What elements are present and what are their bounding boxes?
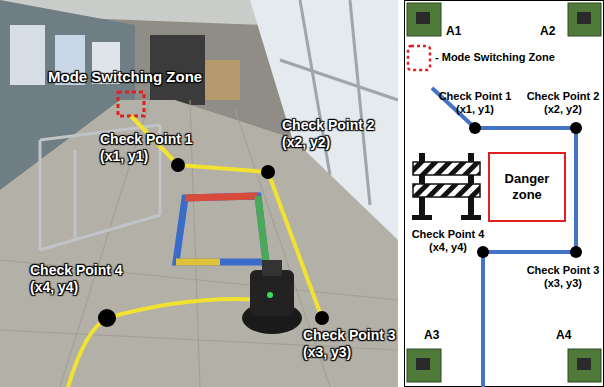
chip	[416, 12, 430, 24]
chip	[416, 358, 430, 370]
robot-body	[250, 270, 294, 316]
robot-sensor	[262, 260, 282, 276]
foot	[461, 215, 481, 220]
robot-path	[68, 299, 262, 387]
checkpoint-dot	[570, 122, 582, 134]
checkpoint-dot	[469, 122, 481, 134]
zone-label: Mode Switching Zone	[48, 68, 223, 86]
pcb	[568, 349, 601, 382]
pcb	[407, 349, 441, 382]
checkpoint-dot	[477, 246, 489, 258]
pcb	[568, 3, 601, 36]
block-ring	[258, 196, 266, 262]
block-ring	[176, 259, 220, 266]
board	[413, 162, 480, 175]
robot-light	[267, 292, 273, 298]
pcb	[407, 3, 441, 36]
checkpoint-label: Check Point 2 (x2, y2)	[523, 90, 603, 116]
checkpoint-label: Check Point 3 (x3, y3)	[303, 327, 403, 361]
boxes	[205, 60, 240, 100]
poster	[10, 25, 45, 85]
checkpoint-label: Check Point 4 (x4, y4)	[408, 228, 488, 254]
mode-switching-marker	[118, 92, 144, 116]
anchor-label: A3	[424, 328, 454, 342]
barricade-icon	[412, 153, 481, 220]
chip	[577, 358, 591, 370]
checkpoint-dot	[98, 309, 116, 327]
checkpoint-dot	[261, 165, 275, 179]
sensor-board	[407, 3, 441, 36]
map-panel	[405, 1, 604, 387]
zone-label: - Mode Switching Zone	[435, 51, 565, 64]
checkpoint-dot	[171, 158, 185, 172]
checkpoint-label: Check Point 3 (x3, y3)	[523, 264, 603, 290]
checkpoint-label: Check Point 2 (x2, y2)	[282, 117, 382, 151]
board	[413, 184, 480, 197]
block-ring	[176, 196, 266, 262]
checkpoint-label: Check Point 1 (x1, y1)	[100, 131, 200, 165]
block-ring	[185, 196, 258, 198]
checkpoint-dot	[315, 311, 329, 325]
sensor-board	[568, 349, 601, 382]
zone-title: Danger zone	[490, 171, 564, 202]
chip	[577, 12, 591, 24]
anchor-label: A4	[556, 328, 586, 342]
mode-switching-marker	[408, 46, 430, 70]
checkpoint-label: Check Point 4 (x4, y4)	[30, 262, 130, 296]
sensor-board	[407, 349, 441, 382]
sensor-board	[568, 3, 601, 36]
danger-zone-box: Danger zone	[488, 152, 566, 222]
anchor-label: A2	[540, 24, 566, 38]
checkpoint-label: Check Point 1 (x1, y1)	[435, 90, 515, 116]
checkpoint-dot	[570, 246, 582, 258]
anchor-label: A1	[446, 24, 476, 38]
foot	[412, 215, 432, 220]
